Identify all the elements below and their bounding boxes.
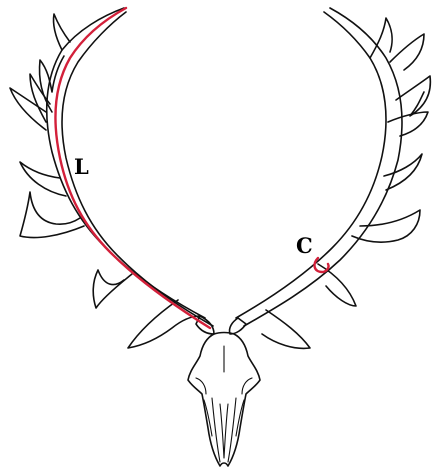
circumference-label: C — [296, 235, 313, 256]
left-eye-socket — [196, 378, 206, 394]
right-eye-socket — [242, 378, 252, 394]
left-brow-tine — [128, 300, 200, 348]
right-crown-tine-1 — [390, 34, 424, 70]
circumference-measurement-mark — [315, 258, 329, 272]
right-beam-inner — [244, 8, 402, 326]
right-brow-tine — [262, 310, 310, 348]
right-beam-outer — [236, 12, 386, 318]
left-crown-tine-2 — [10, 88, 46, 130]
left-bez-tine — [93, 270, 132, 308]
left-trez-tine — [20, 162, 66, 196]
right-antler — [229, 8, 430, 348]
left-antler — [10, 8, 214, 348]
right-long-tine — [352, 210, 420, 242]
length-label: L — [74, 156, 89, 177]
skull — [188, 333, 260, 467]
right-crown-tine-3 — [388, 112, 428, 136]
nasal-center — [220, 404, 224, 458]
left-beam-outer — [47, 8, 205, 318]
right-bez-tine — [318, 264, 356, 306]
nasal-center-2 — [224, 404, 228, 458]
